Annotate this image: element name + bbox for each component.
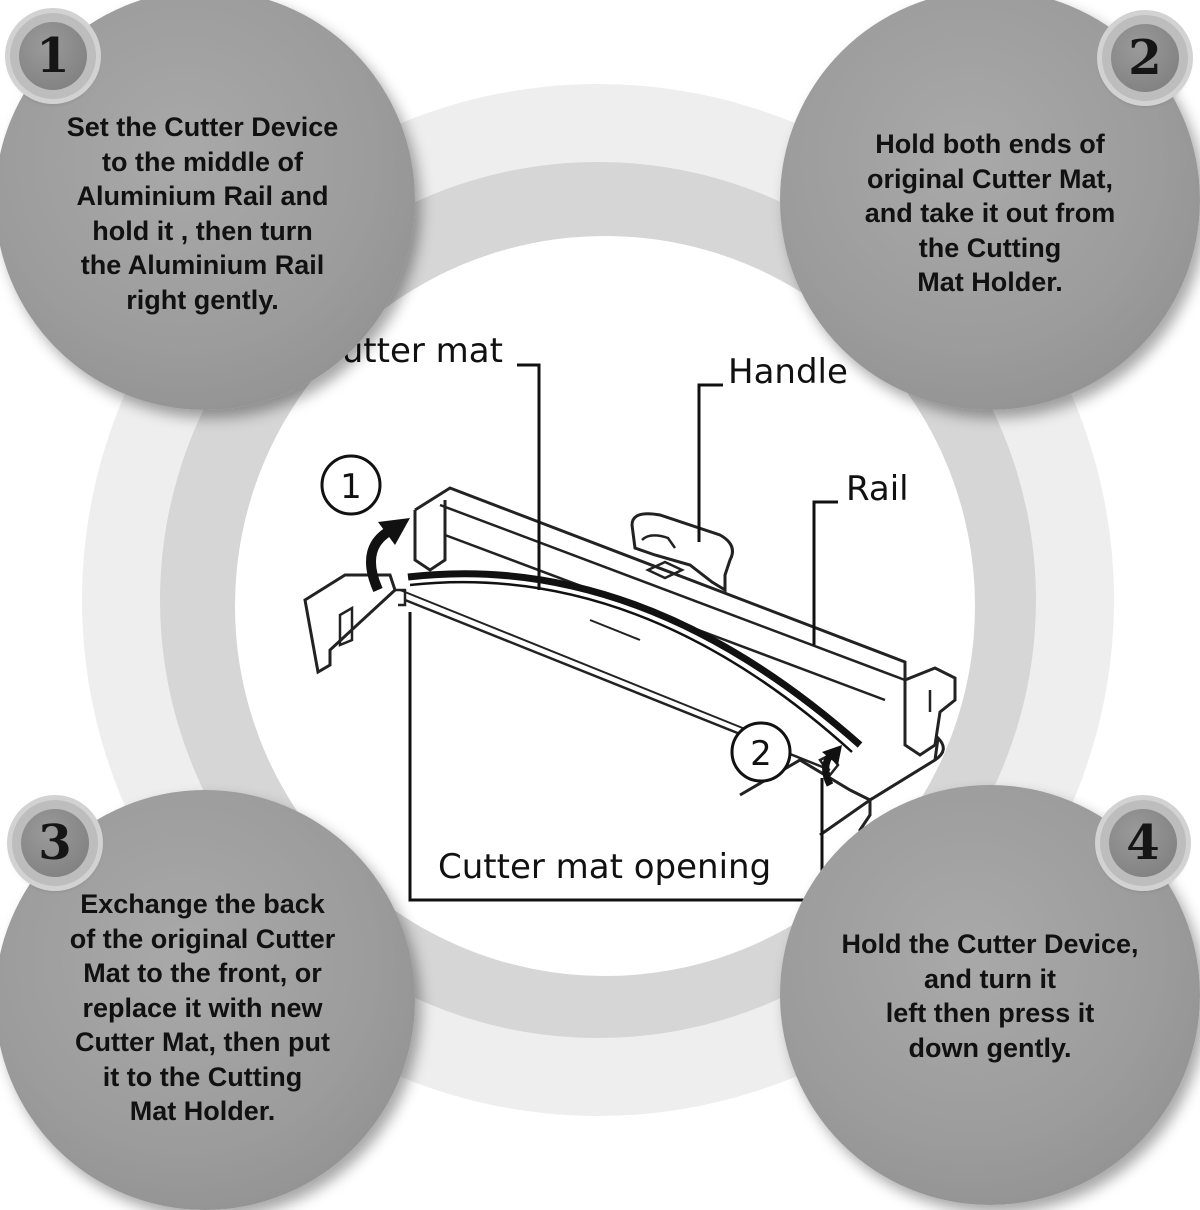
step-1-badge-inner: 1 (19, 22, 87, 90)
marker-2-text: 2 (750, 734, 772, 774)
marker-2-circle (730, 721, 792, 783)
label-handle: Handle (728, 352, 848, 392)
rail-end-right (903, 666, 957, 757)
surface-edge-2 (399, 589, 761, 736)
step-4-badge-inner: 4 (1109, 809, 1177, 877)
step-4-number: 4 (1126, 815, 1160, 871)
step-2-badge: 2 (1102, 15, 1188, 101)
label-rail: Rail (846, 469, 909, 509)
step-4-badge: 4 (1100, 800, 1186, 886)
tray-right-edge (739, 734, 945, 802)
rotate-arrow-1-head (378, 518, 410, 545)
tray-slot (338, 605, 354, 647)
cutter-mat-strip (407, 570, 863, 748)
tray-left-edge (303, 573, 397, 675)
step-3-badge-inner: 3 (21, 809, 89, 877)
cutter-block (645, 560, 685, 580)
step-1-number: 1 (36, 28, 70, 84)
marker-1-circle (320, 454, 382, 516)
step-2-number: 2 (1128, 30, 1162, 86)
step-1-badge: 1 (10, 13, 96, 99)
step-3-text: Exchange the back of the original Cutter… (69, 889, 336, 1126)
surface-mark (589, 619, 641, 641)
handle-shape (630, 512, 734, 593)
step-2-text: Hold both ends of original Cutter Mat, a… (864, 129, 1116, 297)
step-2-badge-inner: 2 (1111, 24, 1179, 92)
leader-handle (697, 383, 723, 542)
rail-end-left (413, 500, 447, 572)
leader-opening (408, 612, 824, 902)
rail-inner-line (439, 503, 906, 682)
label-cutter-mat-opening: Cutter mat opening (438, 847, 771, 887)
handle-grip (641, 534, 677, 549)
step-4-text: Hold the Cutter Device, and turn it left… (841, 929, 1139, 1063)
leader-cutter-mat (517, 363, 541, 590)
rail-top (414, 486, 907, 700)
marker-1-text: 1 (340, 467, 362, 507)
rotate-arrow-2-head (822, 745, 842, 765)
step-3-number: 3 (38, 815, 72, 871)
mat-holder-left (395, 588, 407, 607)
step-1-text: Set the Cutter Device to the middle of A… (66, 112, 339, 315)
step-3-badge: 3 (12, 800, 98, 886)
leader-rail (812, 500, 838, 645)
cutter-mat-strip-edge (409, 580, 853, 753)
